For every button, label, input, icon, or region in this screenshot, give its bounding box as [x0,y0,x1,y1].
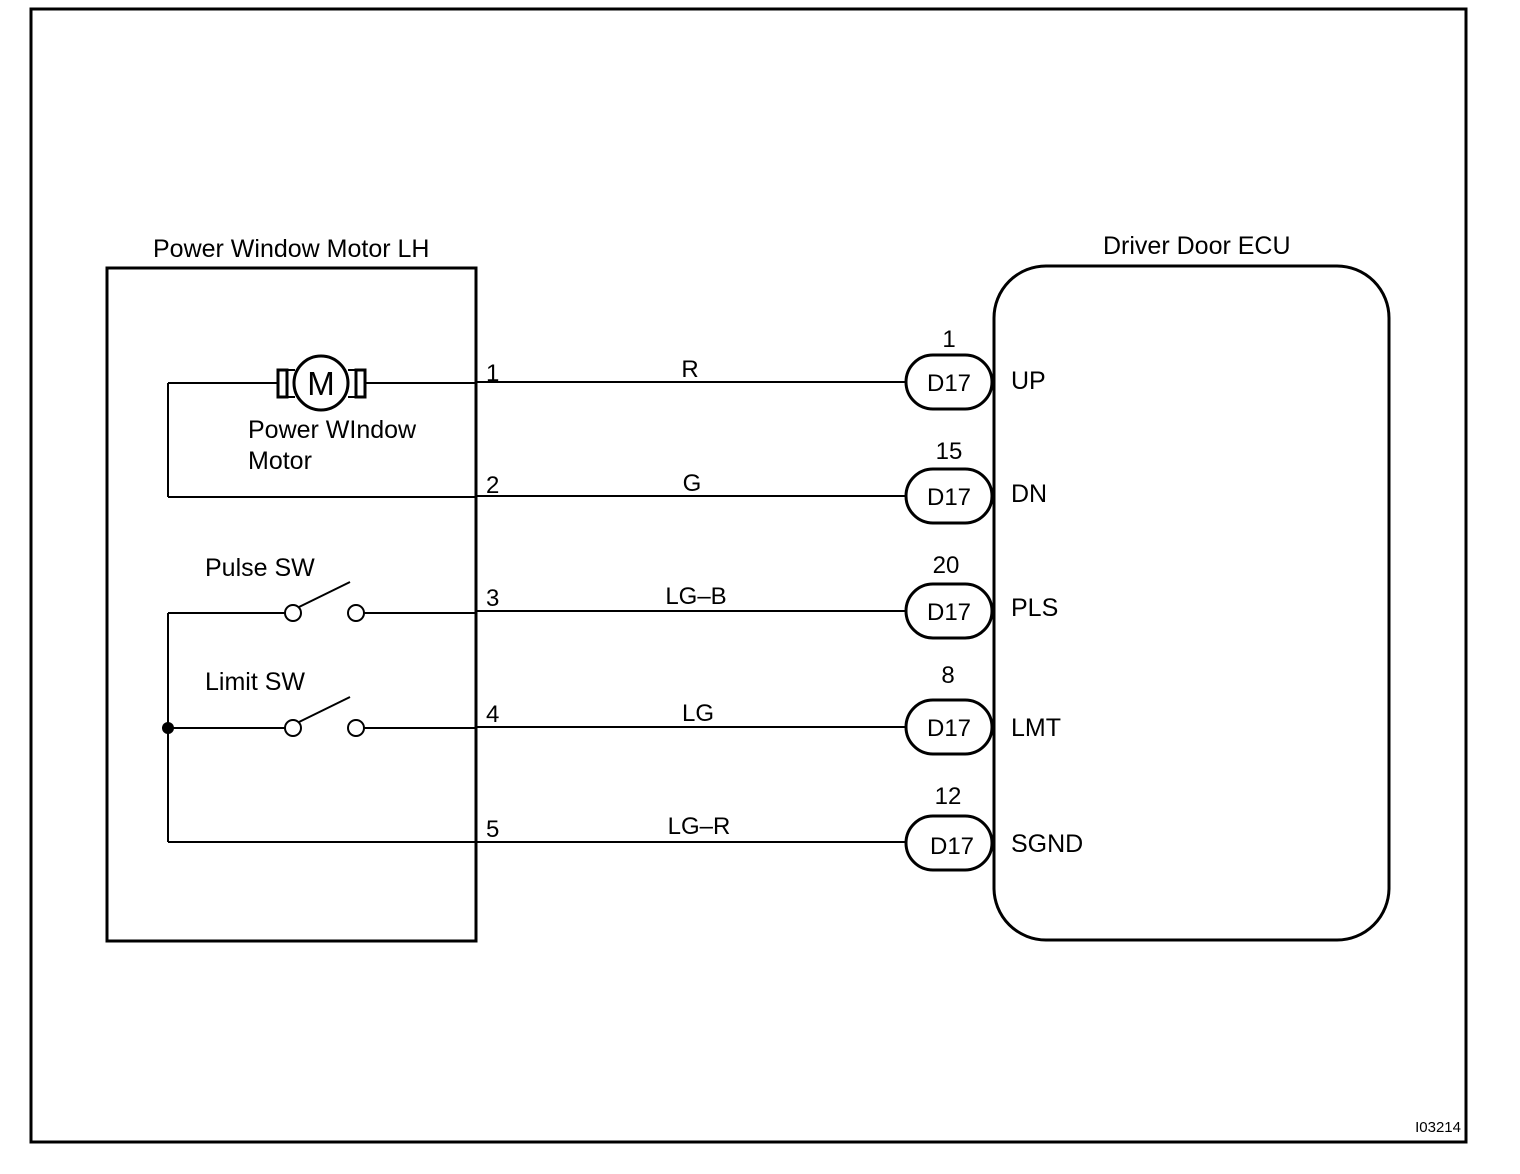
switch-wiring [167,612,476,843]
connector-id: D17 [930,833,974,860]
motor-label-line1: Power WIndow [248,416,417,444]
motor-loop-wiring [167,382,476,498]
wire-pin: 4 [486,701,499,728]
wire-row: 2 G D17 15 DN [476,438,1047,525]
wire-color: LG [682,700,714,727]
motor-lh-box [105,266,478,943]
diagram-frame [29,7,1468,1144]
connector-terminal: 20 [933,552,960,579]
ecu-box [992,264,1391,942]
connector-id: D17 [927,599,971,626]
ecu-signal: PLS [1011,594,1058,622]
ecu-signal: UP [1011,367,1046,395]
wire-pin: 2 [486,472,499,499]
motor-icon: M [276,354,367,412]
wire-color: LG–B [665,583,726,610]
connector-id: D17 [927,715,971,742]
ecu-signal: LMT [1011,714,1061,742]
limit-switch-label: Limit SW [205,668,305,696]
junction-dot [162,722,174,734]
connector-terminal: 1 [942,326,955,353]
limit-switch-icon [284,696,365,737]
wire-color: R [681,356,698,383]
connector-d17 [904,814,994,872]
connector-id: D17 [927,370,971,397]
ecu-signal: DN [1011,480,1047,508]
connector-terminal: 12 [935,783,962,810]
motor-symbol-letter: M [307,365,335,402]
wire-color: LG–R [668,813,731,840]
connector-d17 [904,582,994,640]
connector-d17 [904,467,994,525]
pulse-switch-icon [284,581,365,622]
wire-color: G [683,470,702,497]
ecu-title: Driver Door ECU [1103,232,1291,260]
wire-row: 5 LG–R D17 12 SGND [476,783,1083,872]
wire-row: 1 R D17 1 UP [476,326,1046,411]
connector-d17 [904,353,994,411]
figure-id: I03214 [1415,1119,1461,1136]
connector-terminal: 8 [941,662,954,689]
motor-lh-title: Power Window Motor LH [153,235,429,263]
connector-id: D17 [927,484,971,511]
ecu-signal: SGND [1011,830,1083,858]
motor-label-line2: Motor [248,447,312,475]
wire-pin: 3 [486,585,499,612]
wire-row: 3 LG–B D17 20 PLS [476,552,1058,640]
wire-pin: 1 [486,360,499,387]
wire-pin: 5 [486,816,499,843]
connector-terminal: 15 [936,438,963,465]
connector-d17 [904,698,994,756]
pulse-switch-label: Pulse SW [205,554,315,582]
wire-row: 4 LG D17 8 LMT [476,662,1061,756]
